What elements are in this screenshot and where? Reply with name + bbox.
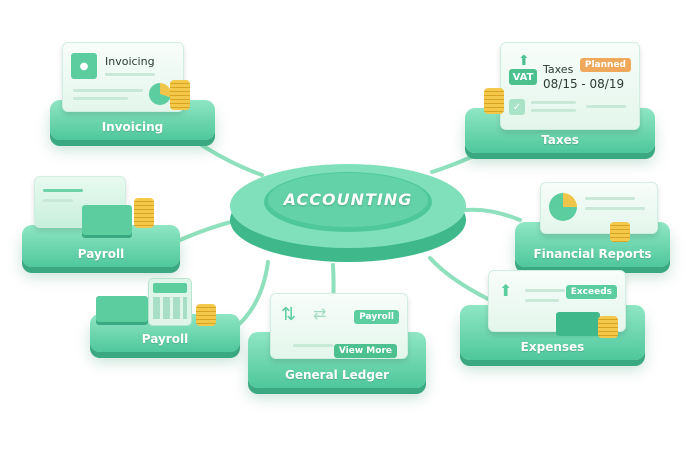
- hub-title: ACCOUNTING: [283, 190, 413, 209]
- arrow-up-icon: ⬆: [518, 53, 530, 69]
- date-range: 08/15 - 08/19: [543, 77, 625, 91]
- money-stack-icon: [96, 296, 148, 322]
- credit-card-icon: [556, 312, 600, 336]
- platform-label: Financial Reports: [533, 247, 652, 261]
- coins-icon: [598, 316, 618, 338]
- platform-label: Expenses: [520, 340, 585, 354]
- platform-label: General Ledger: [285, 368, 389, 382]
- invoicing-card: ● Invoicing: [62, 42, 184, 112]
- reports-card: [540, 182, 658, 234]
- calculator-icon: [148, 278, 192, 326]
- pie-chart-icon: [149, 83, 171, 105]
- vat-icon: VAT: [509, 69, 537, 85]
- arrow-up-icon: ⬆: [499, 281, 513, 300]
- coins-icon: [484, 88, 504, 114]
- ledger-card: ⇅ ⇄ Payroll View More: [270, 293, 408, 359]
- card-title: Invoicing: [105, 55, 155, 68]
- platform-label: Payroll: [77, 247, 125, 261]
- taxes-card: VAT ⬆ Taxes 08/15 - 08/19 Planned ✓: [500, 42, 640, 130]
- coins-icon: [134, 198, 154, 228]
- payroll-badge: Payroll: [354, 310, 399, 324]
- connector-expenses: [428, 256, 492, 302]
- coins-icon: [610, 222, 630, 242]
- pie-chart-icon: [549, 193, 577, 221]
- money-stack-icon: [82, 205, 132, 235]
- arrows-icon: ⇄: [313, 304, 327, 323]
- platform-label: Taxes: [541, 133, 579, 147]
- planned-badge: Planned: [579, 58, 631, 72]
- accounting-hub[interactable]: ACCOUNTING: [228, 150, 468, 265]
- platform-label: Invoicing: [101, 120, 164, 134]
- coins-icon: [196, 304, 216, 326]
- connector-financial: [464, 207, 522, 222]
- platform-label: Payroll: [141, 332, 189, 346]
- view-more-button[interactable]: View More: [333, 344, 397, 358]
- exceeds-badge: Exceeds: [565, 285, 617, 299]
- checkbox-icon: ✓: [509, 99, 525, 115]
- coins-icon: [170, 80, 190, 110]
- card-title: Taxes: [543, 63, 574, 76]
- user-avatar-icon: ●: [71, 53, 97, 79]
- transfer-icon: ⇅: [281, 304, 297, 325]
